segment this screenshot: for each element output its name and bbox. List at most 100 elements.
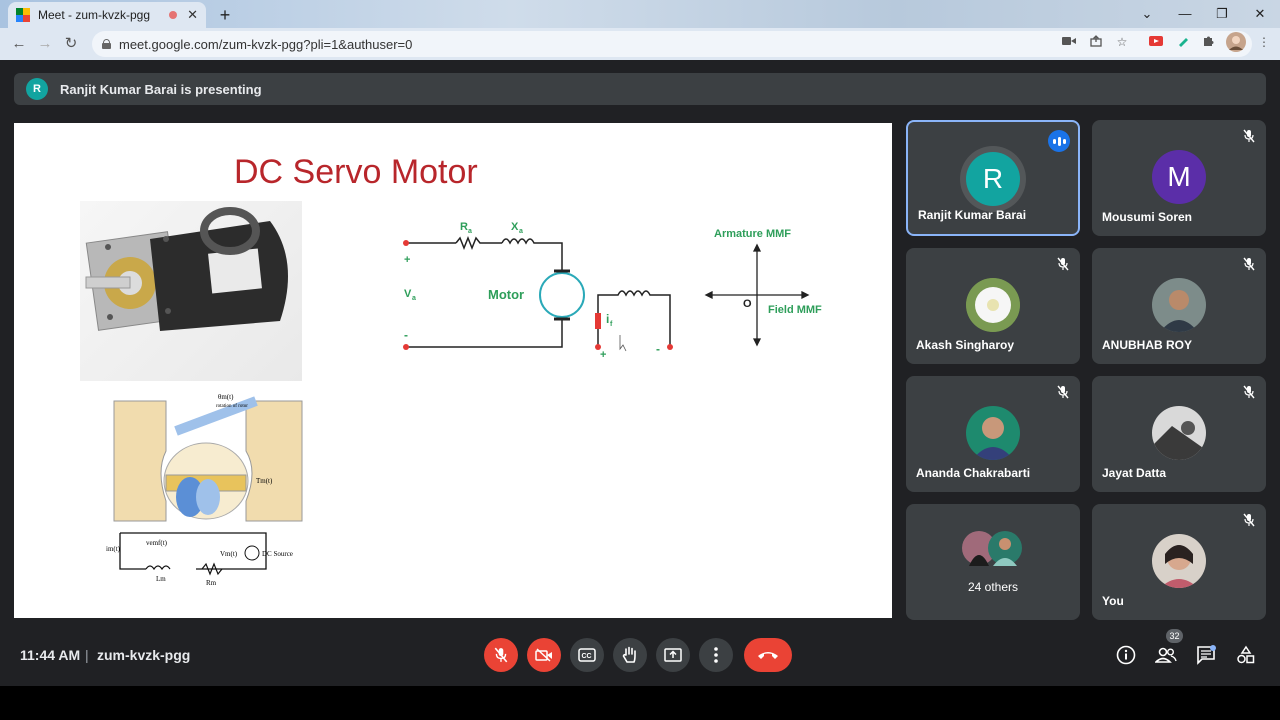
participant-name: Ranjit Kumar Barai	[918, 208, 1027, 222]
motor-equivalent-circuit: R a X a V a + - Motor i f + - Armature M…	[394, 211, 854, 371]
avatar	[966, 406, 1020, 460]
close-window-button[interactable]: ✕	[1254, 6, 1266, 21]
presenter-avatar: R	[26, 78, 48, 100]
bookmark-star-icon[interactable]: ☆	[1116, 35, 1128, 49]
recording-indicator-icon	[169, 11, 178, 19]
chat-icon	[1197, 645, 1216, 665]
leave-call-button[interactable]	[744, 638, 792, 672]
emf-label: vemf(t)	[146, 539, 168, 547]
plus-terminal-right: +	[600, 349, 606, 361]
rotation-label: rotation of rotor	[216, 404, 248, 409]
participant-tile-akash[interactable]: Akash Singharoy	[906, 248, 1080, 364]
chat-button[interactable]	[1194, 643, 1218, 667]
end-call-icon	[758, 652, 778, 659]
avatar	[966, 278, 1020, 332]
resistance-label: Rm	[206, 579, 217, 587]
meeting-details-button[interactable]	[1114, 643, 1138, 667]
extensions-puzzle-icon[interactable]	[1200, 35, 1216, 49]
share-icon[interactable]	[1088, 35, 1104, 49]
new-tab-button[interactable]: +	[219, 5, 231, 25]
lock-icon	[102, 39, 111, 49]
dc-source-label: DC Source	[262, 550, 293, 558]
camera-toggle-button[interactable]	[527, 638, 561, 672]
meeting-time: 11:44 AM	[20, 647, 81, 663]
raise-hand-button[interactable]	[613, 638, 647, 672]
ra-label: R	[460, 221, 468, 233]
profile-avatar[interactable]	[1226, 32, 1246, 52]
browser-nav-bar: ← → ↻ meet.google.com/zum-kvzk-pgg?pli=1…	[0, 28, 1280, 60]
camera-permission-icon[interactable]	[1061, 35, 1077, 49]
others-avatars	[961, 530, 1029, 566]
activities-icon	[1237, 645, 1255, 664]
participant-name: Akash Singharoy	[916, 338, 1015, 352]
ra-sub: a	[468, 228, 472, 235]
mic-off-icon	[1243, 385, 1255, 399]
participant-tile-mousumi[interactable]: M Mousumi Soren	[1092, 120, 1266, 236]
address-bar[interactable]: meet.google.com/zum-kvzk-pgg?pli=1&authu…	[92, 31, 1252, 57]
voltage-label: Vm(t)	[220, 550, 238, 558]
tab-title: Meet - zum-kvzk-pgg	[38, 8, 151, 22]
present-screen-button[interactable]	[656, 638, 690, 672]
maximize-button[interactable]: ❐	[1216, 6, 1228, 21]
participant-tile-others[interactable]: 24 others	[906, 504, 1080, 620]
others-count-label: 24 others	[967, 580, 1019, 594]
separator: |	[85, 647, 89, 663]
theta-label: θm(t)	[218, 393, 234, 401]
activities-button[interactable]	[1234, 643, 1258, 667]
captions-button[interactable]: CC	[570, 638, 604, 672]
people-button[interactable]	[1154, 643, 1178, 667]
captions-icon: CC	[578, 648, 596, 662]
url-text: meet.google.com/zum-kvzk-pgg?pli=1&authu…	[119, 36, 413, 52]
field-mmf-label: Field MMF	[768, 304, 822, 316]
presenting-banner: R Ranjit Kumar Barai is presenting	[14, 73, 1266, 105]
browser-tab[interactable]: Meet - zum-kvzk-pgg ✕	[8, 2, 206, 28]
origin-label: O	[743, 298, 752, 310]
speaking-indicator-icon	[1048, 130, 1070, 152]
participant-count-badge: 32	[1166, 629, 1183, 643]
browser-tab-bar: Meet - zum-kvzk-pgg ✕ + ⌄ — ❐ ✕	[0, 0, 1280, 28]
field-current-sub: f	[610, 321, 613, 328]
svg-text:CC: CC	[582, 653, 592, 660]
meeting-controls-bar: 11:44 AM | zum-kvzk-pgg CC 32	[0, 625, 1280, 686]
meet-favicon-icon	[16, 8, 30, 22]
pen-extension-icon[interactable]	[1175, 35, 1191, 49]
mic-off-icon	[1243, 129, 1255, 143]
presenting-text: Ranjit Kumar Barai is presenting	[60, 81, 262, 97]
participant-name: You	[1102, 594, 1124, 608]
letterbox-bottom	[0, 686, 1280, 720]
participant-tile-ranjit[interactable]: R Ranjit Kumar Barai	[906, 120, 1080, 236]
presentation-slide: DC Servo Motor	[14, 123, 892, 618]
motor-photo	[80, 201, 302, 381]
participant-tile-ananda[interactable]: Ananda Chakrabarti	[906, 376, 1080, 492]
minus-terminal-right: -	[656, 342, 660, 356]
mic-off-icon	[494, 647, 508, 663]
participant-tile-you[interactable]: You	[1092, 504, 1266, 620]
participant-name: Mousumi Soren	[1102, 210, 1193, 224]
participant-tile-jayat[interactable]: Jayat Datta	[1092, 376, 1266, 492]
forward-icon[interactable]: →	[37, 35, 53, 52]
tab-close-icon[interactable]: ✕	[187, 7, 198, 22]
participant-name: Jayat Datta	[1102, 466, 1167, 480]
motor-cutaway-diagram: θm(t) rotation of rotor Tm(t) im(t) vemf…	[106, 391, 306, 591]
participant-name: Ananda Chakrabarti	[916, 466, 1031, 480]
armature-mmf-label: Armature MMF	[714, 228, 791, 240]
more-options-button[interactable]	[699, 638, 733, 672]
reload-icon[interactable]: ↻	[64, 35, 78, 52]
back-icon[interactable]: ←	[11, 35, 27, 52]
avatar: M	[1152, 150, 1206, 204]
mic-toggle-button[interactable]	[484, 638, 518, 672]
mic-off-icon	[1057, 385, 1069, 399]
xa-sub: a	[519, 228, 523, 235]
mic-off-icon	[1243, 257, 1255, 271]
field-current-label: i	[606, 312, 609, 326]
youtube-extension-icon[interactable]	[1148, 35, 1164, 49]
present-icon	[664, 648, 682, 662]
va-sub: a	[412, 295, 416, 302]
tab-search-icon[interactable]: ⌄	[1141, 6, 1153, 21]
participant-tile-anubhab[interactable]: ANUBHAB ROY	[1092, 248, 1266, 364]
plus-terminal-left: +	[404, 254, 410, 266]
mic-off-icon	[1243, 513, 1255, 527]
chrome-menu-icon[interactable]: ⋮	[1258, 35, 1270, 49]
minimize-button[interactable]: —	[1178, 6, 1192, 21]
mic-off-icon	[1057, 257, 1069, 271]
